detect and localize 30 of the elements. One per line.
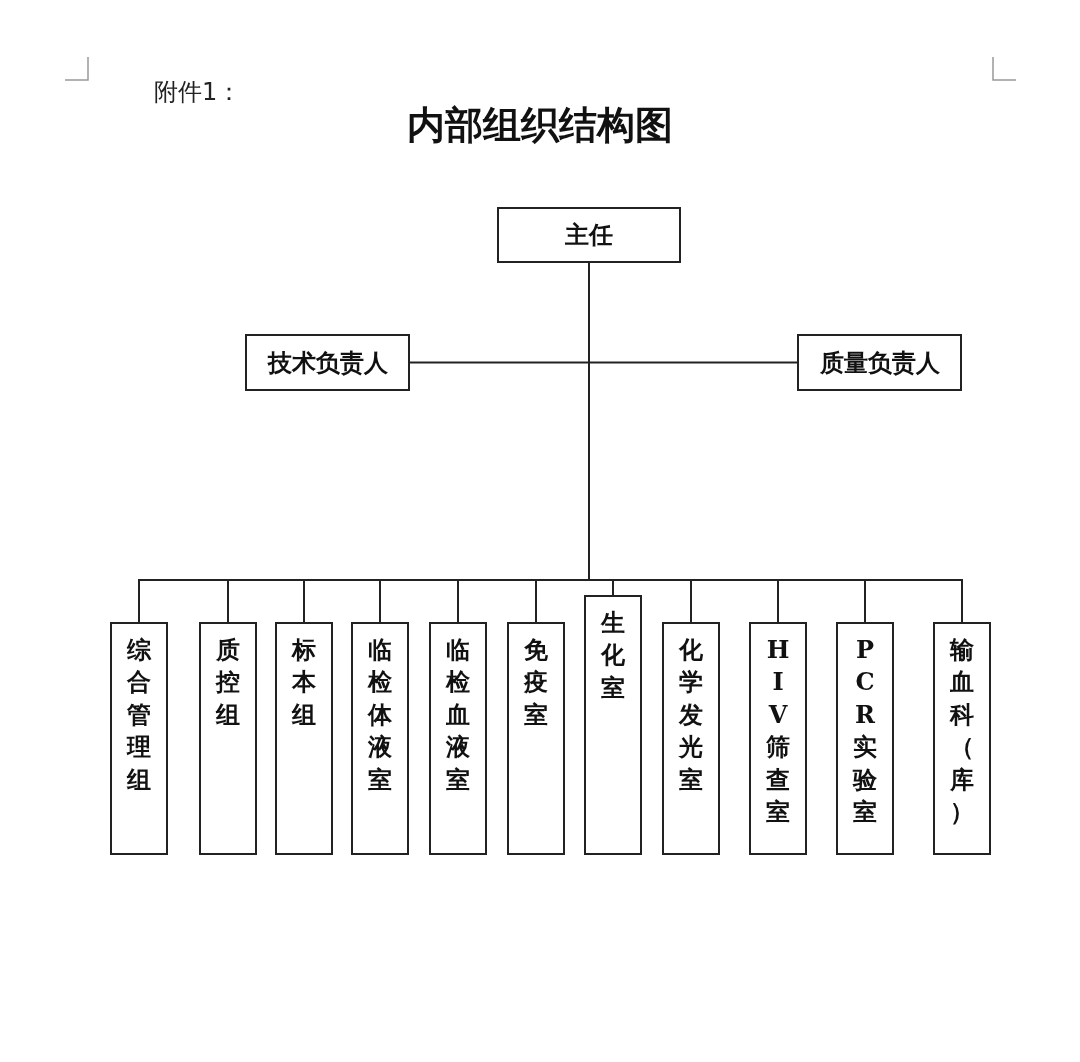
department-name: 化学发光室 — [679, 634, 703, 796]
role-box — [245, 334, 410, 391]
department-name: 临检体液室 — [368, 634, 392, 796]
department-name: 临检血液室 — [446, 634, 470, 796]
department-name: 标本组 — [292, 634, 316, 731]
department-box — [662, 622, 720, 855]
department-name: HIV筛查室 — [766, 634, 790, 828]
department-box — [351, 622, 409, 855]
diagram-title: 内部组织结构图 — [406, 102, 674, 149]
department-name: 免疫室 — [524, 634, 548, 731]
department-box — [749, 622, 807, 855]
department-name: 综合管理组 — [127, 634, 151, 796]
role-name: 质量负责人 — [819, 347, 940, 379]
department-box — [933, 622, 991, 855]
department-name: 质控组 — [216, 634, 240, 731]
department-name: 生化室 — [601, 607, 625, 704]
department-box — [275, 622, 333, 855]
department-name: PCR实验室 — [853, 634, 877, 828]
department-name: 输血科（库） — [950, 634, 974, 828]
department-box — [199, 622, 257, 855]
role-box — [497, 207, 681, 263]
attachment-note: 附件1： — [154, 77, 242, 108]
role-name: 主任 — [565, 220, 613, 251]
department-box — [110, 622, 168, 855]
department-box — [836, 622, 894, 855]
department-box — [429, 622, 487, 855]
role-name: 技术负责人 — [267, 347, 388, 379]
role-box — [797, 334, 962, 391]
department-box — [507, 622, 565, 855]
department-box — [584, 595, 642, 855]
